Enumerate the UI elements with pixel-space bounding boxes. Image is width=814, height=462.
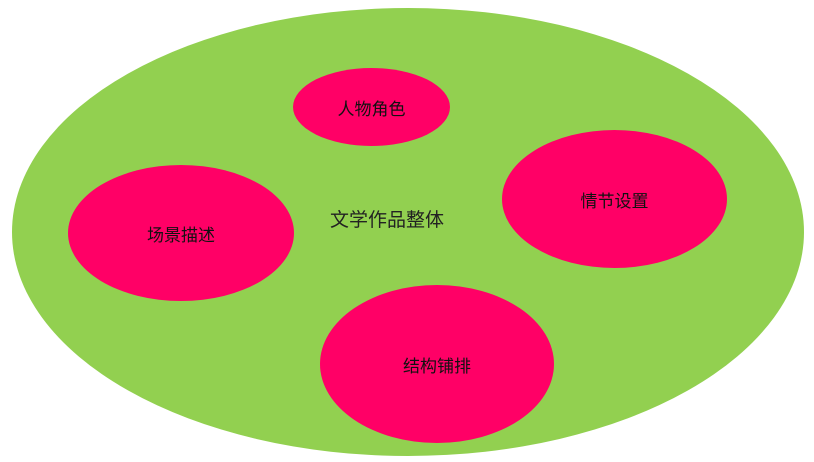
characters-label: 人物角色 [337, 99, 406, 120]
scene-ellipse: 场景描述 [68, 165, 294, 301]
structure-ellipse: 结构铺排 [320, 285, 554, 443]
center-label: 文学作品整体 [330, 209, 445, 231]
scene-label: 场景描述 [147, 225, 215, 246]
plot-label: 情节设置 [580, 191, 649, 212]
plot-ellipse: 情节设置 [502, 130, 727, 268]
characters-ellipse: 人物角色 [293, 68, 450, 146]
structure-label: 结构铺排 [403, 356, 471, 377]
